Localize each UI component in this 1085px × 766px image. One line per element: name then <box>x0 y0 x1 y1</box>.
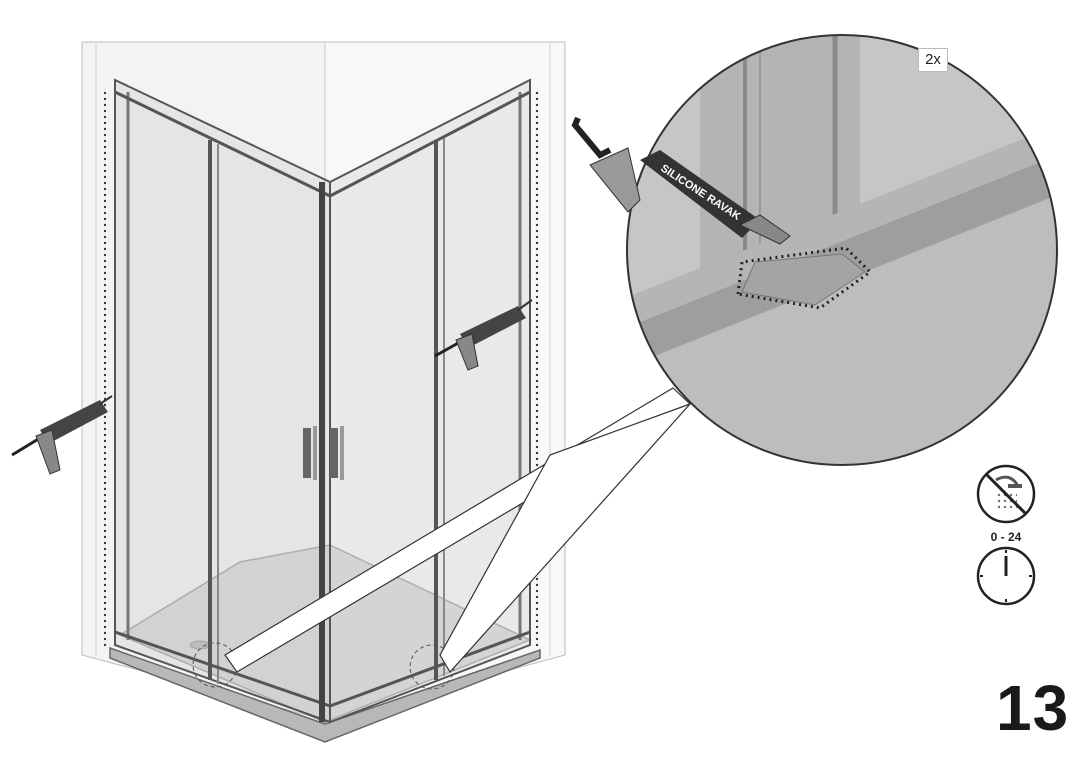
magnified-detail <box>626 34 1058 466</box>
callout-lines <box>224 387 691 674</box>
silicone-beads <box>104 88 540 648</box>
right-door-panel <box>319 78 531 724</box>
silicone-gun-left-icon <box>11 395 113 475</box>
clock-icon <box>976 546 1036 606</box>
no-shower-icon <box>976 464 1036 524</box>
left-door-panel <box>114 78 331 724</box>
silicone-gun-right-icon <box>434 299 533 371</box>
step-number: 13 <box>996 672 1070 744</box>
quantity-label: 2x <box>918 48 948 72</box>
curing-time-label: 0 - 24 <box>990 530 1022 544</box>
